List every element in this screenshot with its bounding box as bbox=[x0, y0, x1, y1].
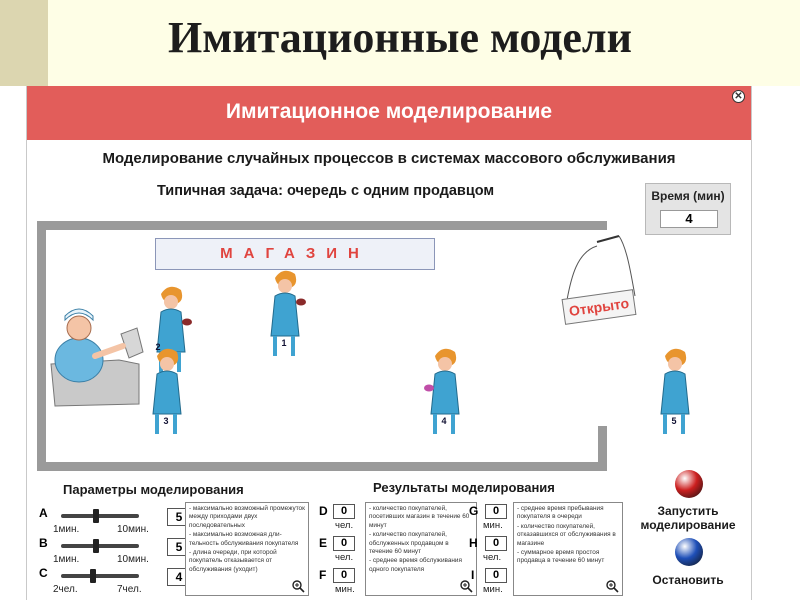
slider-max-label: 7чел. bbox=[117, 584, 142, 595]
results-title: Результаты моделирования bbox=[373, 480, 555, 495]
stop-label[interactable]: Остановить bbox=[652, 573, 724, 587]
cashier-figure bbox=[49, 298, 145, 410]
open-sign: Открыто bbox=[557, 234, 649, 344]
task-title: Типичная задача: очередь с одним продавц… bbox=[157, 183, 495, 199]
slider-min-label: 1мин. bbox=[53, 524, 80, 535]
param-slider-c[interactable] bbox=[61, 574, 139, 578]
note-text: - максимально возможная дли-тельность об… bbox=[189, 531, 299, 547]
window-header: Имитационное моделирование ✕ bbox=[27, 86, 751, 140]
time-panel: Время (мин) 4 bbox=[645, 183, 731, 235]
note-text: - количество покупателей, отказавшихся о… bbox=[517, 522, 616, 547]
param-slider-a[interactable] bbox=[61, 514, 139, 518]
result-unit: мин. bbox=[483, 584, 503, 595]
result-letter: D bbox=[319, 504, 328, 518]
model-subtitle: Моделирование случайных процессов в сист… bbox=[102, 150, 676, 167]
param-slider-b[interactable] bbox=[61, 544, 139, 548]
store-wall-right bbox=[598, 426, 607, 471]
result-value-e: 0 bbox=[333, 536, 355, 551]
customer-icon bbox=[156, 286, 192, 372]
result-letter: I bbox=[471, 568, 475, 582]
slider-knob[interactable] bbox=[93, 509, 100, 523]
note-text: - суммарное время простоя продавца в теч… bbox=[517, 549, 605, 565]
result-value-h: 0 bbox=[485, 536, 507, 551]
customer-icon bbox=[270, 270, 306, 356]
slider-max-label: 10мин. bbox=[117, 524, 149, 535]
window-title: Имитационное моделирование bbox=[225, 100, 553, 123]
slider-min-label: 1мин. bbox=[53, 554, 80, 565]
note-text: - среднее время пребывания покупателя в … bbox=[517, 505, 604, 521]
params-title: Параметры моделирования bbox=[63, 482, 244, 497]
result-unit: чел. bbox=[335, 552, 354, 563]
customer-icon bbox=[424, 348, 460, 434]
customer-number: 1 bbox=[281, 338, 287, 348]
store-wall-bottom bbox=[37, 462, 607, 471]
simulation-window: Имитационное моделирование ✕ Моделирован… bbox=[26, 86, 752, 600]
customer-figure: 3 bbox=[145, 344, 189, 444]
stop-button[interactable] bbox=[675, 538, 703, 566]
slider-knob[interactable] bbox=[89, 569, 96, 583]
close-icon[interactable]: ✕ bbox=[732, 90, 745, 103]
result-value-f: 0 bbox=[333, 568, 355, 583]
slider-knob[interactable] bbox=[93, 539, 100, 553]
sign-hanger-icon bbox=[566, 235, 636, 301]
result-letter: F bbox=[319, 568, 327, 582]
result-value-i: 0 bbox=[485, 568, 507, 583]
note-text: - среднее время обслуживания одного поку… bbox=[369, 557, 462, 573]
result-unit: чел. bbox=[335, 520, 354, 531]
slider-max-label: 10мин. bbox=[117, 554, 149, 565]
result-letter: E bbox=[319, 536, 328, 550]
result-letter: H bbox=[469, 536, 478, 550]
customer-number: 2 bbox=[155, 342, 161, 352]
param-letter: C bbox=[39, 566, 48, 580]
param-letter: A bbox=[39, 506, 48, 520]
note-text: - максимально возможный промежуток между… bbox=[189, 505, 305, 529]
result-unit: чел. bbox=[483, 552, 502, 563]
time-label: Время (мин) bbox=[651, 189, 725, 203]
customer-icon bbox=[660, 348, 690, 434]
param-letter: B bbox=[39, 536, 48, 550]
customer-number: 3 bbox=[163, 416, 169, 426]
params-notes: - максимально возможный промежуток между… bbox=[185, 502, 309, 596]
slider-min-label: 2чел. bbox=[53, 584, 78, 595]
customer-number: 5 bbox=[671, 416, 677, 426]
zoom-icon[interactable] bbox=[291, 579, 305, 593]
note-text: - количество покупателей, посетивших маг… bbox=[369, 505, 470, 529]
start-button[interactable] bbox=[675, 470, 703, 498]
note-text: - длина очереди, при которой покупатель … bbox=[189, 549, 277, 573]
slide-title: Имитационные модели bbox=[168, 13, 632, 62]
store-wall-top bbox=[37, 221, 607, 230]
customer-icon bbox=[152, 348, 182, 434]
store-wall-left bbox=[37, 221, 46, 471]
store-sign: МАГАЗИН bbox=[155, 238, 435, 270]
time-value: 4 bbox=[660, 210, 718, 228]
customer-figure: 5 bbox=[653, 344, 697, 444]
result-unit: мин. bbox=[483, 520, 503, 531]
slide-accent-bar bbox=[0, 0, 48, 86]
results-notes-1: - количество покупателей, посетивших маг… bbox=[365, 502, 477, 596]
customer-figure: 2 bbox=[149, 282, 193, 382]
start-label[interactable]: Запустить моделирование bbox=[640, 504, 736, 532]
zoom-icon[interactable] bbox=[605, 579, 619, 593]
result-letter: G bbox=[469, 504, 479, 518]
cashier-icon bbox=[50, 308, 144, 407]
customer-number: 4 bbox=[441, 416, 447, 426]
note-text: - количество покупателей, обслуженных пр… bbox=[369, 531, 449, 556]
customer-figure: 1 bbox=[263, 266, 307, 366]
customer-figure: 4 bbox=[423, 344, 467, 444]
results-notes-2: - среднее время пребывания покупателя в … bbox=[513, 502, 623, 596]
zoom-icon[interactable] bbox=[459, 579, 473, 593]
result-unit: мин. bbox=[335, 584, 355, 595]
slide-header bbox=[0, 0, 800, 86]
result-value-g: 0 bbox=[485, 504, 507, 519]
result-value-d: 0 bbox=[333, 504, 355, 519]
